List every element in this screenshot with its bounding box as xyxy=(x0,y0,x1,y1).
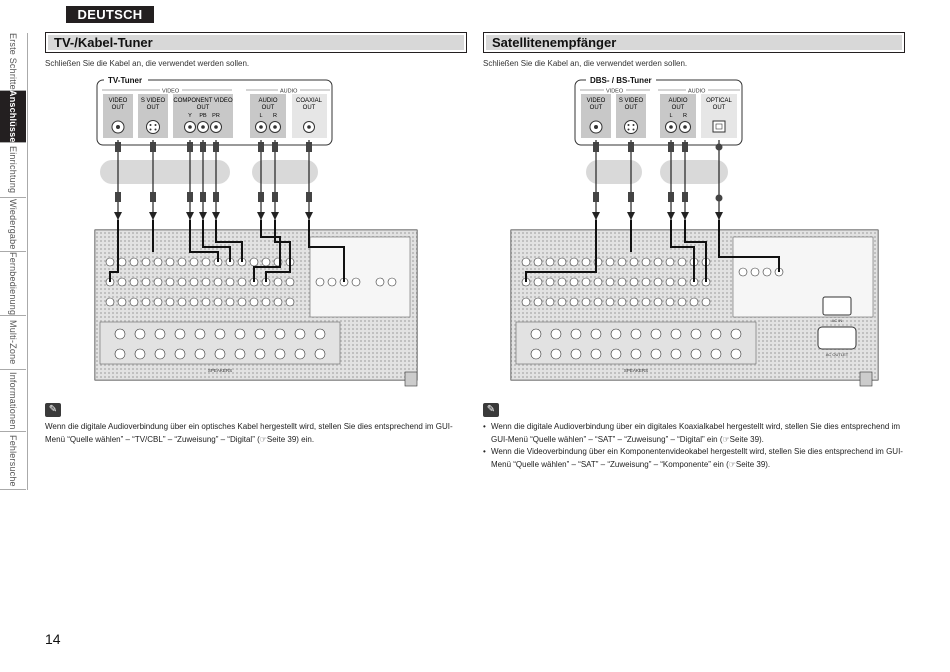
sidebar-item-label: Einrichtung xyxy=(8,146,18,194)
jack-panel-audio-out: AUDIO OUT L R xyxy=(250,94,286,138)
cable-group xyxy=(595,140,720,220)
jack-label: S VIDEO xyxy=(619,98,644,104)
jack-label: VIDEO xyxy=(109,98,128,104)
group-label-audio: AUDIO xyxy=(280,89,298,95)
connection-diagram-right: DBS- / BS-Tuner VIDEO AUDIO VIDEO OUT S … xyxy=(510,75,879,387)
sidebar-item-wiedergabe[interactable]: Wiedergabe xyxy=(0,198,26,252)
jack-sub-label: PB xyxy=(199,113,207,119)
jack-sub-label: R xyxy=(273,113,277,119)
sidebar-item-fehlersuche[interactable]: Fehlersuche xyxy=(0,432,26,490)
ac-inlet-icon xyxy=(822,296,852,316)
note-right: Wenn die digitale Audioverbindung über e… xyxy=(483,421,905,471)
jack-label: OUT xyxy=(713,105,726,111)
jack-label: OUT xyxy=(197,105,210,111)
sidebar-item-label: Fernbedienung xyxy=(8,251,18,316)
sidebar-item-einrichtung[interactable]: Einrichtung xyxy=(0,143,26,198)
note-item: Wenn die digitale Audioverbindung über e… xyxy=(483,421,905,446)
jack-label: OUT xyxy=(303,105,316,111)
chapter-sidebar: Erste Schritte Anschlüsse Einrichtung Wi… xyxy=(0,33,28,490)
sidebar-item-erste-schritte[interactable]: Erste Schritte xyxy=(0,33,26,91)
jack-sub-label: L xyxy=(669,113,672,119)
jack-sub-label: Y xyxy=(188,113,192,119)
note-left: Wenn die digitale Audioverbindung über e… xyxy=(45,422,453,444)
note-icon: ✎ xyxy=(45,403,61,417)
jack-label: AUDIO xyxy=(668,98,687,104)
sidebar-item-label: Informationen xyxy=(8,371,18,430)
jack-label: COAXIAL xyxy=(296,98,323,104)
sidebar-item-label: Multi-Zone xyxy=(8,320,18,365)
sidebar-item-label: Fehlersuche xyxy=(8,434,18,487)
jack-label: OUT xyxy=(262,105,275,111)
sidebar-item-label: Anschlüsse xyxy=(8,90,18,143)
receiver-jacks xyxy=(105,257,397,360)
jack-label: AUDIO xyxy=(258,98,277,104)
jack-label: OUT xyxy=(147,105,160,111)
svideo-jack-icon xyxy=(146,120,160,134)
jack-label: OUT xyxy=(112,105,125,111)
device-name: TV-Tuner xyxy=(108,76,142,85)
sidebar-item-anschluesse[interactable]: Anschlüsse xyxy=(0,90,26,143)
section-header-right: Satellitenempfänger xyxy=(483,32,905,53)
group-label-video: VIDEO xyxy=(606,89,624,95)
section-header-left: TV-/Kabel-Tuner xyxy=(45,32,467,53)
cable-group xyxy=(117,140,310,220)
group-label-video: VIDEO xyxy=(162,89,180,95)
jack-panel-video-out: VIDEO OUT xyxy=(581,94,611,138)
page-number: 14 xyxy=(45,631,61,647)
jack-label: VIDEO xyxy=(587,98,606,104)
jack-label: OUT xyxy=(590,105,603,111)
av-receiver-rear-panel: SPEAKERS xyxy=(94,229,418,387)
jack-label: OUT xyxy=(625,105,638,111)
group-label-audio: AUDIO xyxy=(688,89,706,95)
jack-panel-audio-out: AUDIO OUT L R xyxy=(660,94,696,138)
intro-text-left: Schließen Sie die Kabel an, die verwende… xyxy=(45,59,250,68)
jack-label: OPTICAL xyxy=(706,98,732,104)
sidebar-item-label: Erste Schritte xyxy=(8,33,18,90)
ac-outlet-icon xyxy=(817,326,857,350)
sidebar-item-informationen[interactable]: Informationen xyxy=(0,370,26,432)
jack-sub-label: R xyxy=(683,113,687,119)
speakers-label: SPEAKERS xyxy=(208,368,232,373)
jack-label: COMPONENT VIDEO xyxy=(173,98,233,104)
speakers-label: SPEAKERS xyxy=(624,368,648,373)
sidebar-item-label: Wiedergabe xyxy=(8,199,18,250)
svideo-jack-icon xyxy=(624,120,638,134)
device-name: DBS- / BS-Tuner xyxy=(590,76,652,85)
sidebar-item-fernbedienung[interactable]: Fernbedienung xyxy=(0,252,26,316)
jack-sub-label: PR xyxy=(212,113,220,119)
jack-sub-label: L xyxy=(259,113,262,119)
ac-outlet-label: AC OUTLET xyxy=(826,352,849,357)
arrow-icon xyxy=(114,212,313,220)
note-icon: ✎ xyxy=(483,403,499,417)
sidebar-item-multi-zone[interactable]: Multi-Zone xyxy=(0,316,26,370)
receiver-jacks xyxy=(521,257,784,360)
section-title: TV-/Kabel-Tuner xyxy=(54,35,153,50)
jack-panel-component-out: COMPONENT VIDEO OUT Y PB PR xyxy=(173,94,233,138)
arrow-icon xyxy=(592,212,723,220)
section-title: Satellitenempfänger xyxy=(492,35,617,50)
jack-panel-coaxial-out: COAXIAL OUT xyxy=(292,94,327,138)
note-item: Wenn die Videoverbindung über ein Kompon… xyxy=(483,446,905,471)
intro-text-right: Schließen Sie die Kabel an, die verwende… xyxy=(483,59,688,68)
language-tab: DEUTSCH xyxy=(66,6,154,23)
jack-label: OUT xyxy=(672,105,685,111)
jack-panel-optical-out: OPTICAL OUT xyxy=(701,94,737,138)
jack-panel-video-out: VIDEO OUT xyxy=(103,94,133,138)
jack-label: S VIDEO xyxy=(141,98,166,104)
connection-diagram-left: TV-Tuner VIDEO AUDIO VIDEO OUT S VIDEO O… xyxy=(94,75,418,387)
ac-inlet-label: AC IN xyxy=(832,318,843,323)
jack-panel-svideo-out: S VIDEO OUT xyxy=(138,94,168,138)
jack-panel-svideo-out: S VIDEO OUT xyxy=(616,94,646,138)
